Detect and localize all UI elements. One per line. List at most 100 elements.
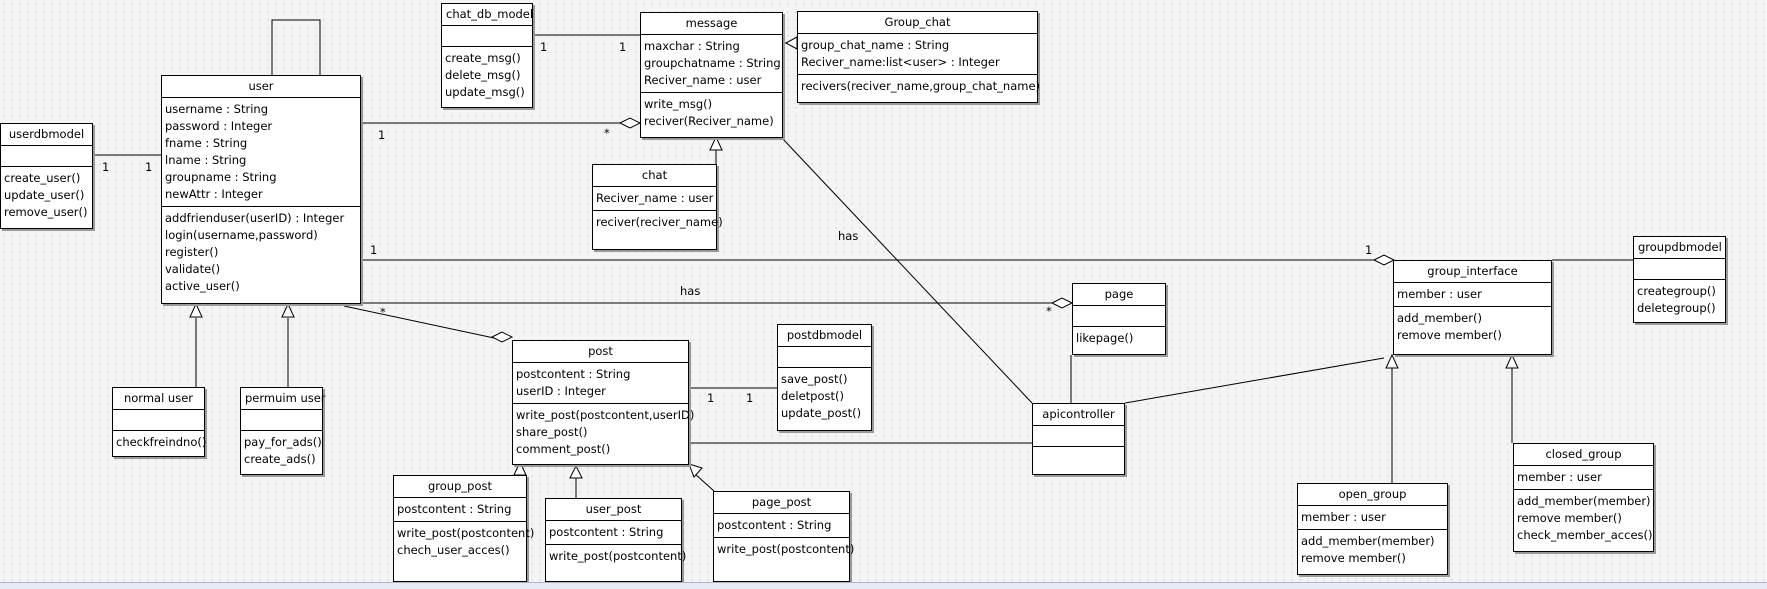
operation-line: validate() <box>165 262 221 276</box>
class-open-group[interactable]: open_group member : user add_member(memb… <box>1297 483 1448 575</box>
multiplicity-label: * <box>604 126 610 140</box>
attribute-line: userID : Integer <box>516 384 606 398</box>
multiplicity-label: * <box>380 305 386 319</box>
attributes <box>1073 306 1165 327</box>
operations <box>1033 447 1124 467</box>
operation-line: write_msg() <box>644 97 713 111</box>
attributes <box>1 146 92 167</box>
class-name: page_post <box>714 492 849 514</box>
operations: save_post()deletpost()update_post() <box>778 368 871 425</box>
attribute-line: Reciver_name : user <box>644 73 762 87</box>
multiplicity-label: 1 <box>707 391 715 405</box>
attribute-line: Reciver_name:list<user> : Integer <box>801 55 1000 69</box>
attributes <box>113 410 204 431</box>
class-closed-group[interactable]: closed_group member : user add_member(me… <box>1513 443 1654 552</box>
chat-generalization-triangle <box>709 135 723 151</box>
operations: write_post(postcontent,userID)share_post… <box>513 404 695 461</box>
operation-line: addfrienduser(userID) : Integer <box>165 211 345 225</box>
operation-line: write_post(postcontent) <box>717 542 855 556</box>
user-post-aggregation <box>343 305 495 339</box>
operation-line: creategroup() <box>1637 284 1716 298</box>
attributes: Reciver_name : user <box>593 187 716 211</box>
class-name: closed_group <box>1514 444 1653 466</box>
attributes <box>1033 426 1124 447</box>
closedgroup-generalization-triangle <box>1505 353 1519 369</box>
operation-line: active_user() <box>165 279 240 293</box>
has-label: has <box>838 229 859 243</box>
attribute-line: postcontent : String <box>717 518 832 532</box>
user-self-association <box>271 19 321 75</box>
operation-line: write_post(postcontent) <box>549 549 687 563</box>
operations: add_member(member)remove member()check_m… <box>1514 490 1653 547</box>
attribute-line: lname : String <box>165 153 247 167</box>
class-groupdbmodel[interactable]: groupdbmodel creategroup()deletegroup() <box>1633 236 1726 323</box>
operation-line: remove member() <box>1301 551 1406 565</box>
class-page[interactable]: page likepage() <box>1072 283 1166 355</box>
class-chat[interactable]: chat Reciver_name : user reciver(reciver… <box>592 164 723 250</box>
class-user-post[interactable]: user_post postcontent : String write_pos… <box>545 498 687 582</box>
operation-line: add_member(member) <box>1301 534 1435 548</box>
class-postdbmodel[interactable]: postdbmodel save_post()deletpost()update… <box>777 324 872 431</box>
class-userdbmodel[interactable]: userdbmodel create_user()update_user()re… <box>0 123 93 229</box>
class-permuim-user[interactable]: permuim user pay_for_ads()create_ads() <box>240 387 326 475</box>
class-name: Group_chat <box>798 12 1037 34</box>
attributes: postcontent : String <box>394 498 526 522</box>
class-group-post[interactable]: group_post postcontent : String write_po… <box>393 475 535 582</box>
attribute-line: username : String <box>165 102 269 116</box>
attributes <box>241 410 322 431</box>
class-name: post <box>513 341 688 363</box>
operations: write_msg() reciver(Reciver_name) <box>641 93 782 133</box>
attributes: member : user <box>1394 283 1551 307</box>
attribute-line: groupname : String <box>165 170 277 184</box>
class-name: groupdbmodel <box>1634 237 1725 259</box>
operation-line: remove_user() <box>4 205 88 219</box>
class-name: normal user <box>113 388 204 410</box>
operations: write_post(postcontent)chech_user_acces(… <box>394 522 535 562</box>
operations: creategroup()deletegroup() <box>1634 280 1725 320</box>
class-name: permuim user <box>241 388 326 410</box>
attributes: member : user <box>1298 506 1447 530</box>
operation-line: write_post(postcontent) <box>397 526 535 540</box>
class-group-interface[interactable]: group_interface member : user add_member… <box>1393 260 1552 355</box>
has-label: has <box>680 284 701 298</box>
operation-line: create_msg() <box>445 51 521 65</box>
multiplicity-label: 1 <box>370 243 378 257</box>
class-name: chat_db_model <box>442 4 533 26</box>
page-aggregation-diamond <box>1050 297 1074 309</box>
attributes <box>1634 259 1725 280</box>
operation-line: create_user() <box>4 171 81 185</box>
multiplicity-label: 1 <box>746 391 754 405</box>
multiplicity-label: 1 <box>1365 243 1373 257</box>
operation-line: reciver(Reciver_name) <box>644 114 774 128</box>
class-name: message <box>641 13 782 35</box>
class-chat-db-model[interactable]: chat_db_model create_msg()delete_msg()up… <box>441 3 533 108</box>
operation-line: register() <box>165 245 219 259</box>
operation-line: login(username,password) <box>165 228 318 242</box>
pagepost-post-generalization <box>694 473 715 492</box>
class-normal-user[interactable]: normal user checkfreindno() <box>112 387 206 457</box>
horizontal-scrollbar[interactable] <box>0 582 1767 589</box>
attribute-line: postcontent : String <box>397 502 512 516</box>
opengroup-generalization-triangle <box>1385 353 1399 369</box>
class-page-post[interactable]: page_post postcontent : String write_pos… <box>713 491 855 582</box>
attribute-line: group_chat_name : String <box>801 38 950 52</box>
operations: write_post(postcontent) <box>546 545 687 568</box>
normaluser-generalization-triangle <box>189 302 203 318</box>
operation-line: write_post(postcontent,userID) <box>516 408 695 422</box>
class-name: group_post <box>394 476 526 498</box>
multiplicity-label: 1 <box>378 128 386 142</box>
multiplicity-label: 1 <box>102 160 110 174</box>
class-apicontroller[interactable]: apicontroller <box>1032 403 1125 475</box>
operations: likepage() <box>1073 327 1165 350</box>
operations: create_msg()delete_msg()update_msg() <box>442 47 532 104</box>
message-apicontroller-has <box>781 137 1033 404</box>
attribute-line: member : user <box>1397 287 1482 301</box>
